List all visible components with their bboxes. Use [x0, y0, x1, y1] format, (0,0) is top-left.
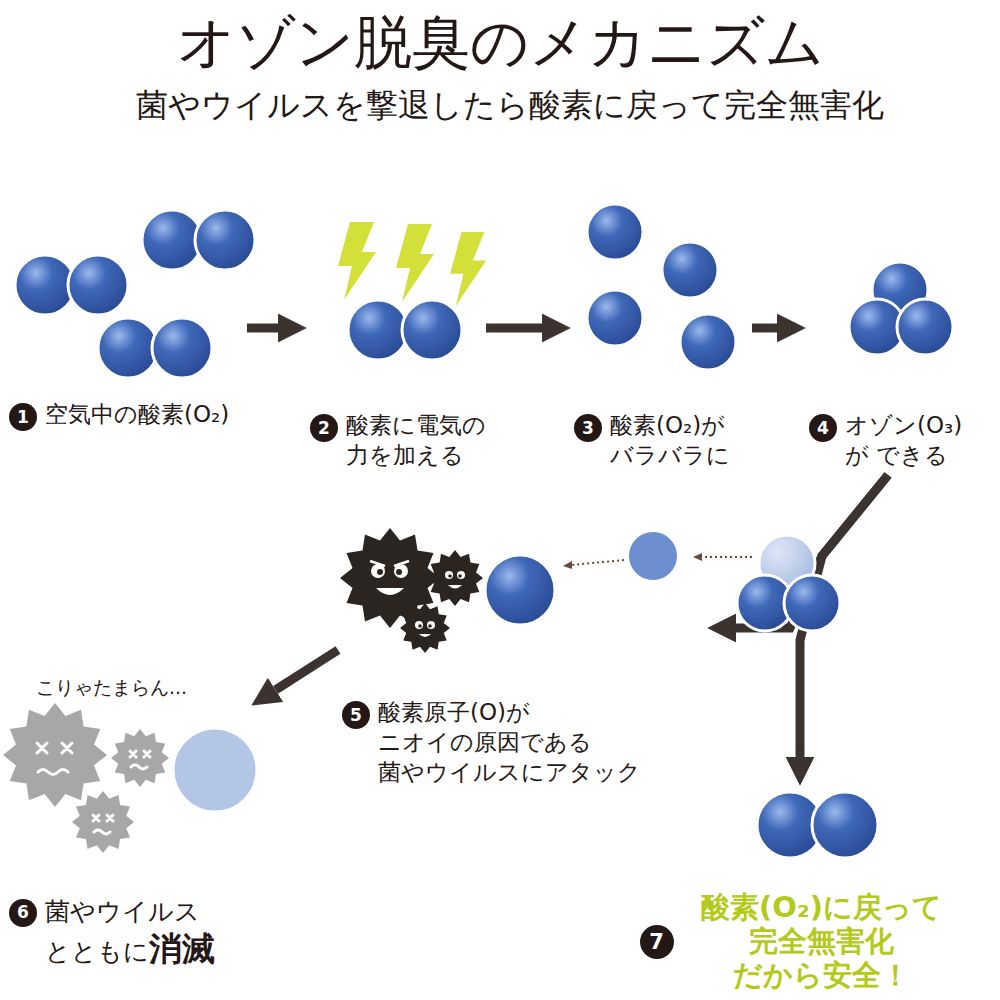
callout-number: 1 [9, 403, 37, 431]
step-text: オゾン(O₃)が できる [845, 412, 962, 468]
oxygen-molecules [15, 204, 953, 858]
step-body: 酸素(O₂)が バラバラに [610, 411, 740, 471]
subtitle: 菌やウイルスを撃退したら酸素に戻って完全無害化 [10, 86, 1000, 124]
step-body: オゾン(O₃)が できる [845, 411, 985, 471]
step-text: 空気中の酸素(O₂) [45, 401, 229, 427]
step-body: 酸素に電気の 力を加える [346, 411, 486, 471]
step-row: 4 オゾン(O₃)が できる [809, 411, 993, 471]
callout-number: 3 [574, 414, 602, 442]
germs-destroyed [3, 703, 257, 853]
speech-text: こりゃたまらん... [36, 676, 236, 699]
step-row: 1 空気中の酸素(O₂) [9, 400, 243, 431]
step-body: 酸素原子(O)が ニオイの原因である 菌やウイルスにアタック [378, 698, 641, 788]
title: オゾン脱臭のメカニズム [0, 8, 1000, 78]
step-row: 3 酸素(O₂)が バラバラに [574, 411, 748, 471]
callout-number: 6 [9, 899, 37, 927]
callout-number: 5 [342, 701, 370, 729]
step-node: 4 オゾン(O₃)が できる [805, 258, 997, 475]
step-node: 2 酸素に電気の 力を加える [306, 210, 486, 475]
flow-arrow [247, 324, 278, 333]
ozone-splitting [563, 531, 840, 631]
callout-number: 7 [640, 925, 674, 959]
step-node: 6 菌やウイルス とともに消滅 [5, 705, 275, 975]
step-text: 消滅 [149, 929, 215, 968]
callout-number: 4 [809, 414, 837, 442]
step-row: 6 菌やウイルス とともに消滅 [9, 896, 271, 971]
flow-arrow [752, 324, 777, 333]
step-text: 酸素(O₂)に戻って 完全無害化 だから安全！ [701, 890, 942, 992]
flow-arrow [276, 650, 338, 690]
step-text: 酸素原子(O)が ニオイの原因である 菌やウイルスにアタック [378, 699, 641, 785]
callout-number: 2 [310, 414, 338, 442]
step-node: 3 酸素(O₂)が バラバラに [570, 200, 752, 475]
germs-attacked [340, 528, 555, 653]
step-node: 7 酸素(O₂)に戻って 完全無害化 だから安全！ [632, 785, 969, 997]
step-node: 5 酸素原子(O)が ニオイの原因である 菌やウイルスにアタック [338, 530, 708, 792]
step-row: 2酸素に電気の 力を加える [310, 411, 482, 471]
step-node: 1 空気中の酸素(O₂) [5, 200, 247, 435]
step-text: 酸素に電気の 力を加える [346, 412, 486, 468]
flow-arrow [486, 324, 542, 333]
step-row: 5 酸素原子(O)が ニオイの原因である 菌やウイルスにアタック [342, 698, 704, 788]
step-body: 酸素(O₂)に戻って 完全無害化 だから安全！ [682, 891, 962, 993]
step-row: 7 酸素(O₂)に戻って 完全無害化 だから安全！ [636, 891, 965, 993]
electric-bolts [338, 222, 486, 306]
step-text: 酸素(O₂)が バラバラに [610, 412, 730, 468]
step-body: 菌やウイルス とともに消滅 [45, 896, 271, 971]
step-body: 空気中の酸素(O₂) [45, 400, 243, 430]
